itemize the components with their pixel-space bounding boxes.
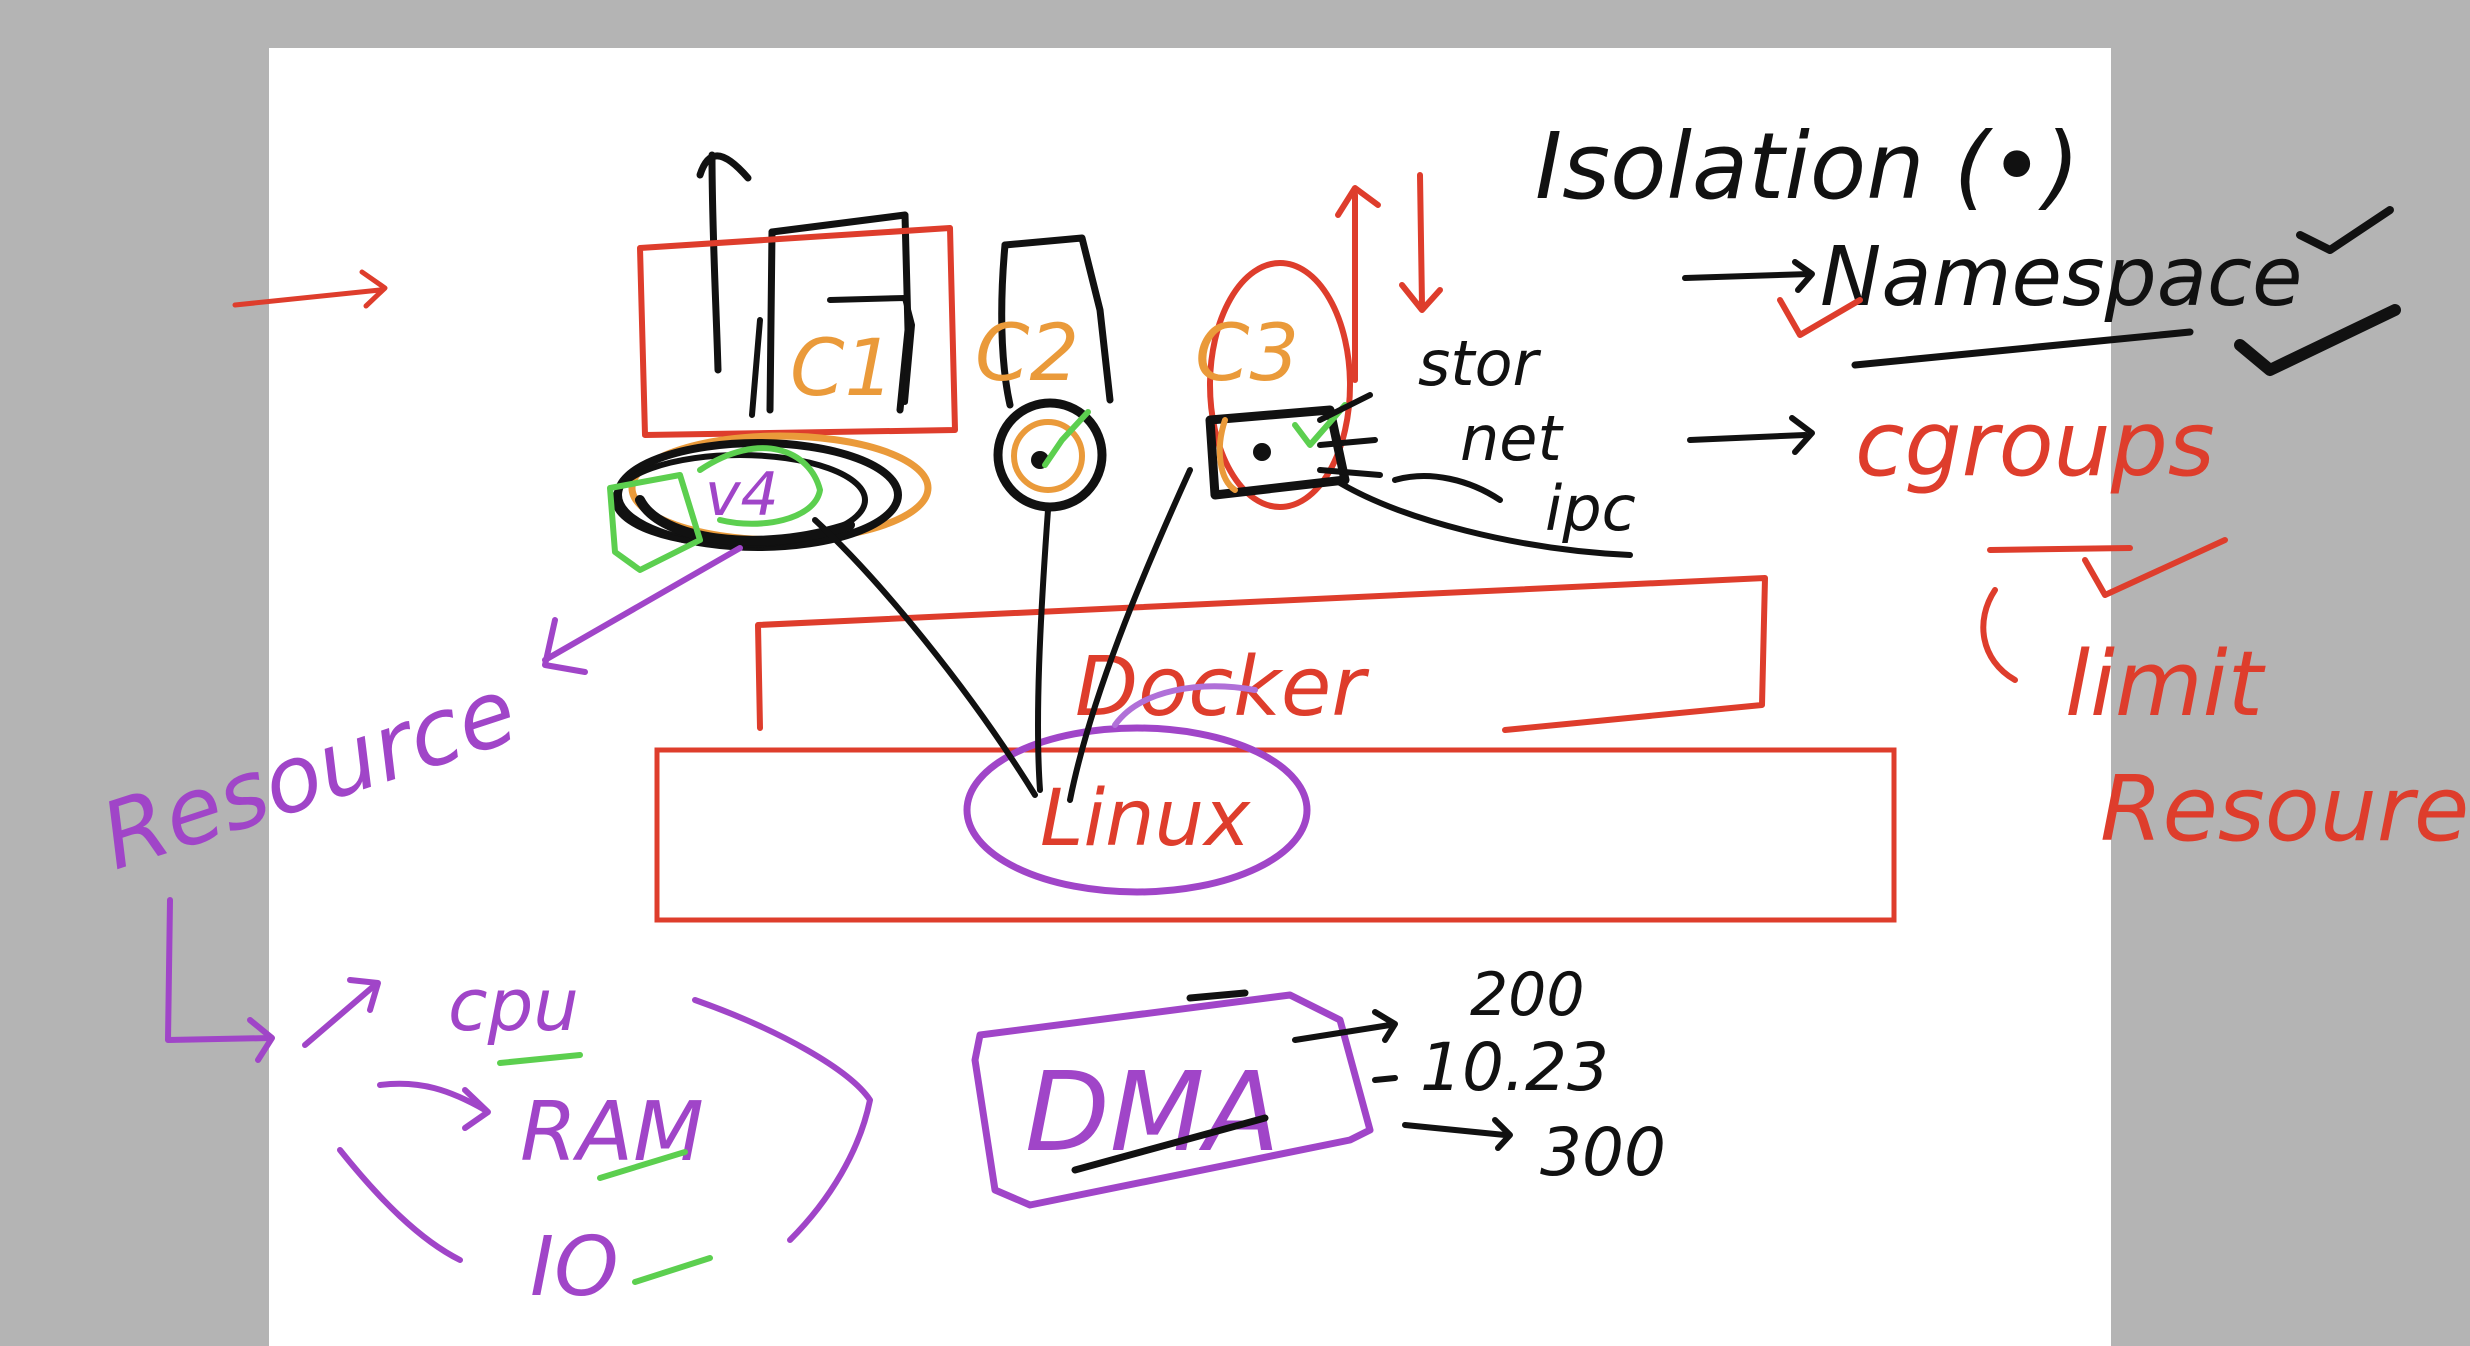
dma-value-arrows: [1292, 1009, 1513, 1151]
label-stor: stor: [1418, 327, 1542, 400]
namespace-label: Namespace: [1820, 230, 2302, 325]
container-c2-label: C2: [975, 309, 1079, 399]
resource-badge: v4: [705, 460, 779, 530]
isolation-heading: Isolation (•): [1535, 113, 2080, 220]
container-kernel-links: [812, 467, 1193, 803]
label-ipc: ipc: [1545, 472, 1636, 545]
dma-label: DMA: [1025, 1048, 1280, 1176]
resource-underlines: [497, 1052, 713, 1285]
linux-layer: [654, 747, 1897, 923]
dma-value-3: 300: [1540, 1114, 1666, 1191]
cgroups-label: cgroups: [1855, 392, 2215, 497]
resource-bracket: [165, 897, 873, 1263]
docker-linux-link: [1112, 683, 1258, 728]
whiteboard-page: [269, 48, 2111, 1346]
limit-label: limit: [2065, 632, 2267, 737]
ipc-connector: [1332, 473, 1633, 558]
left-red-arrow: [232, 269, 388, 309]
resource-item-cpu: cpu: [448, 963, 579, 1047]
container-c3-label: C3: [1195, 309, 1299, 399]
container-c2-stack: [993, 234, 1114, 512]
resource-title: Resource: [89, 657, 529, 891]
cgroups-marks: [1980, 537, 2228, 683]
label-net: net: [1460, 402, 1564, 475]
docker-layer: [755, 575, 1768, 733]
container-c1-label: C1: [790, 324, 894, 414]
container-c1-stack: [607, 151, 958, 573]
namespace-marks: [1777, 206, 2401, 376]
resource-item-ram: RAM: [520, 1085, 704, 1180]
resource-right-label: Resoure: [2100, 757, 2469, 862]
cgroups-arrow: [1687, 415, 1815, 455]
dma-value-1: 200: [1470, 960, 1585, 1030]
container-c3-stack: [1205, 172, 1443, 510]
dma-value-2: 10.23: [1420, 1029, 1609, 1106]
resource-item-io: IO: [530, 1220, 619, 1315]
dma-box: [971, 991, 1374, 1209]
namespace-arrow: [1682, 259, 1815, 293]
dma-marks: [1071, 989, 1269, 1174]
linux-highlight: [963, 724, 1311, 896]
resource-arrow: [542, 545, 743, 675]
